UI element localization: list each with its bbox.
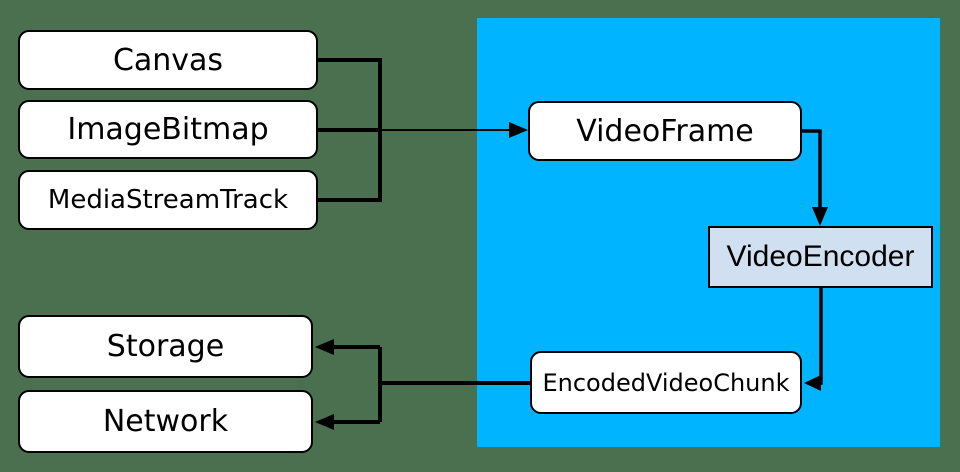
node-videoencoder-label: VideoEncoder bbox=[726, 240, 915, 273]
node-mediastreamtrack: MediaStreamTrack bbox=[18, 170, 318, 230]
node-imagebitmap: ImageBitmap bbox=[18, 100, 318, 159]
arrow-to-network-head bbox=[315, 414, 334, 430]
node-encodedvideochunk: EncodedVideoChunk bbox=[530, 351, 802, 414]
node-network: Network bbox=[18, 390, 313, 453]
node-imagebitmap-label: ImageBitmap bbox=[67, 112, 269, 147]
node-canvas: Canvas bbox=[18, 30, 318, 90]
node-canvas-label: Canvas bbox=[112, 42, 224, 78]
node-storage: Storage bbox=[18, 315, 313, 378]
node-storage-label: Storage bbox=[106, 329, 225, 364]
node-videoencoder: VideoEncoder bbox=[708, 226, 933, 288]
connector-canvas-mediastreamtrack-merge bbox=[317, 58, 382, 202]
node-videoframe: VideoFrame bbox=[528, 101, 802, 161]
node-network-label: Network bbox=[102, 404, 229, 439]
node-videoframe-label: VideoFrame bbox=[576, 113, 754, 149]
node-encodedvideochunk-label: EncodedVideoChunk bbox=[542, 368, 790, 397]
arrow-to-storage-head bbox=[315, 339, 334, 355]
node-mediastreamtrack-label: MediaStreamTrack bbox=[47, 185, 289, 215]
